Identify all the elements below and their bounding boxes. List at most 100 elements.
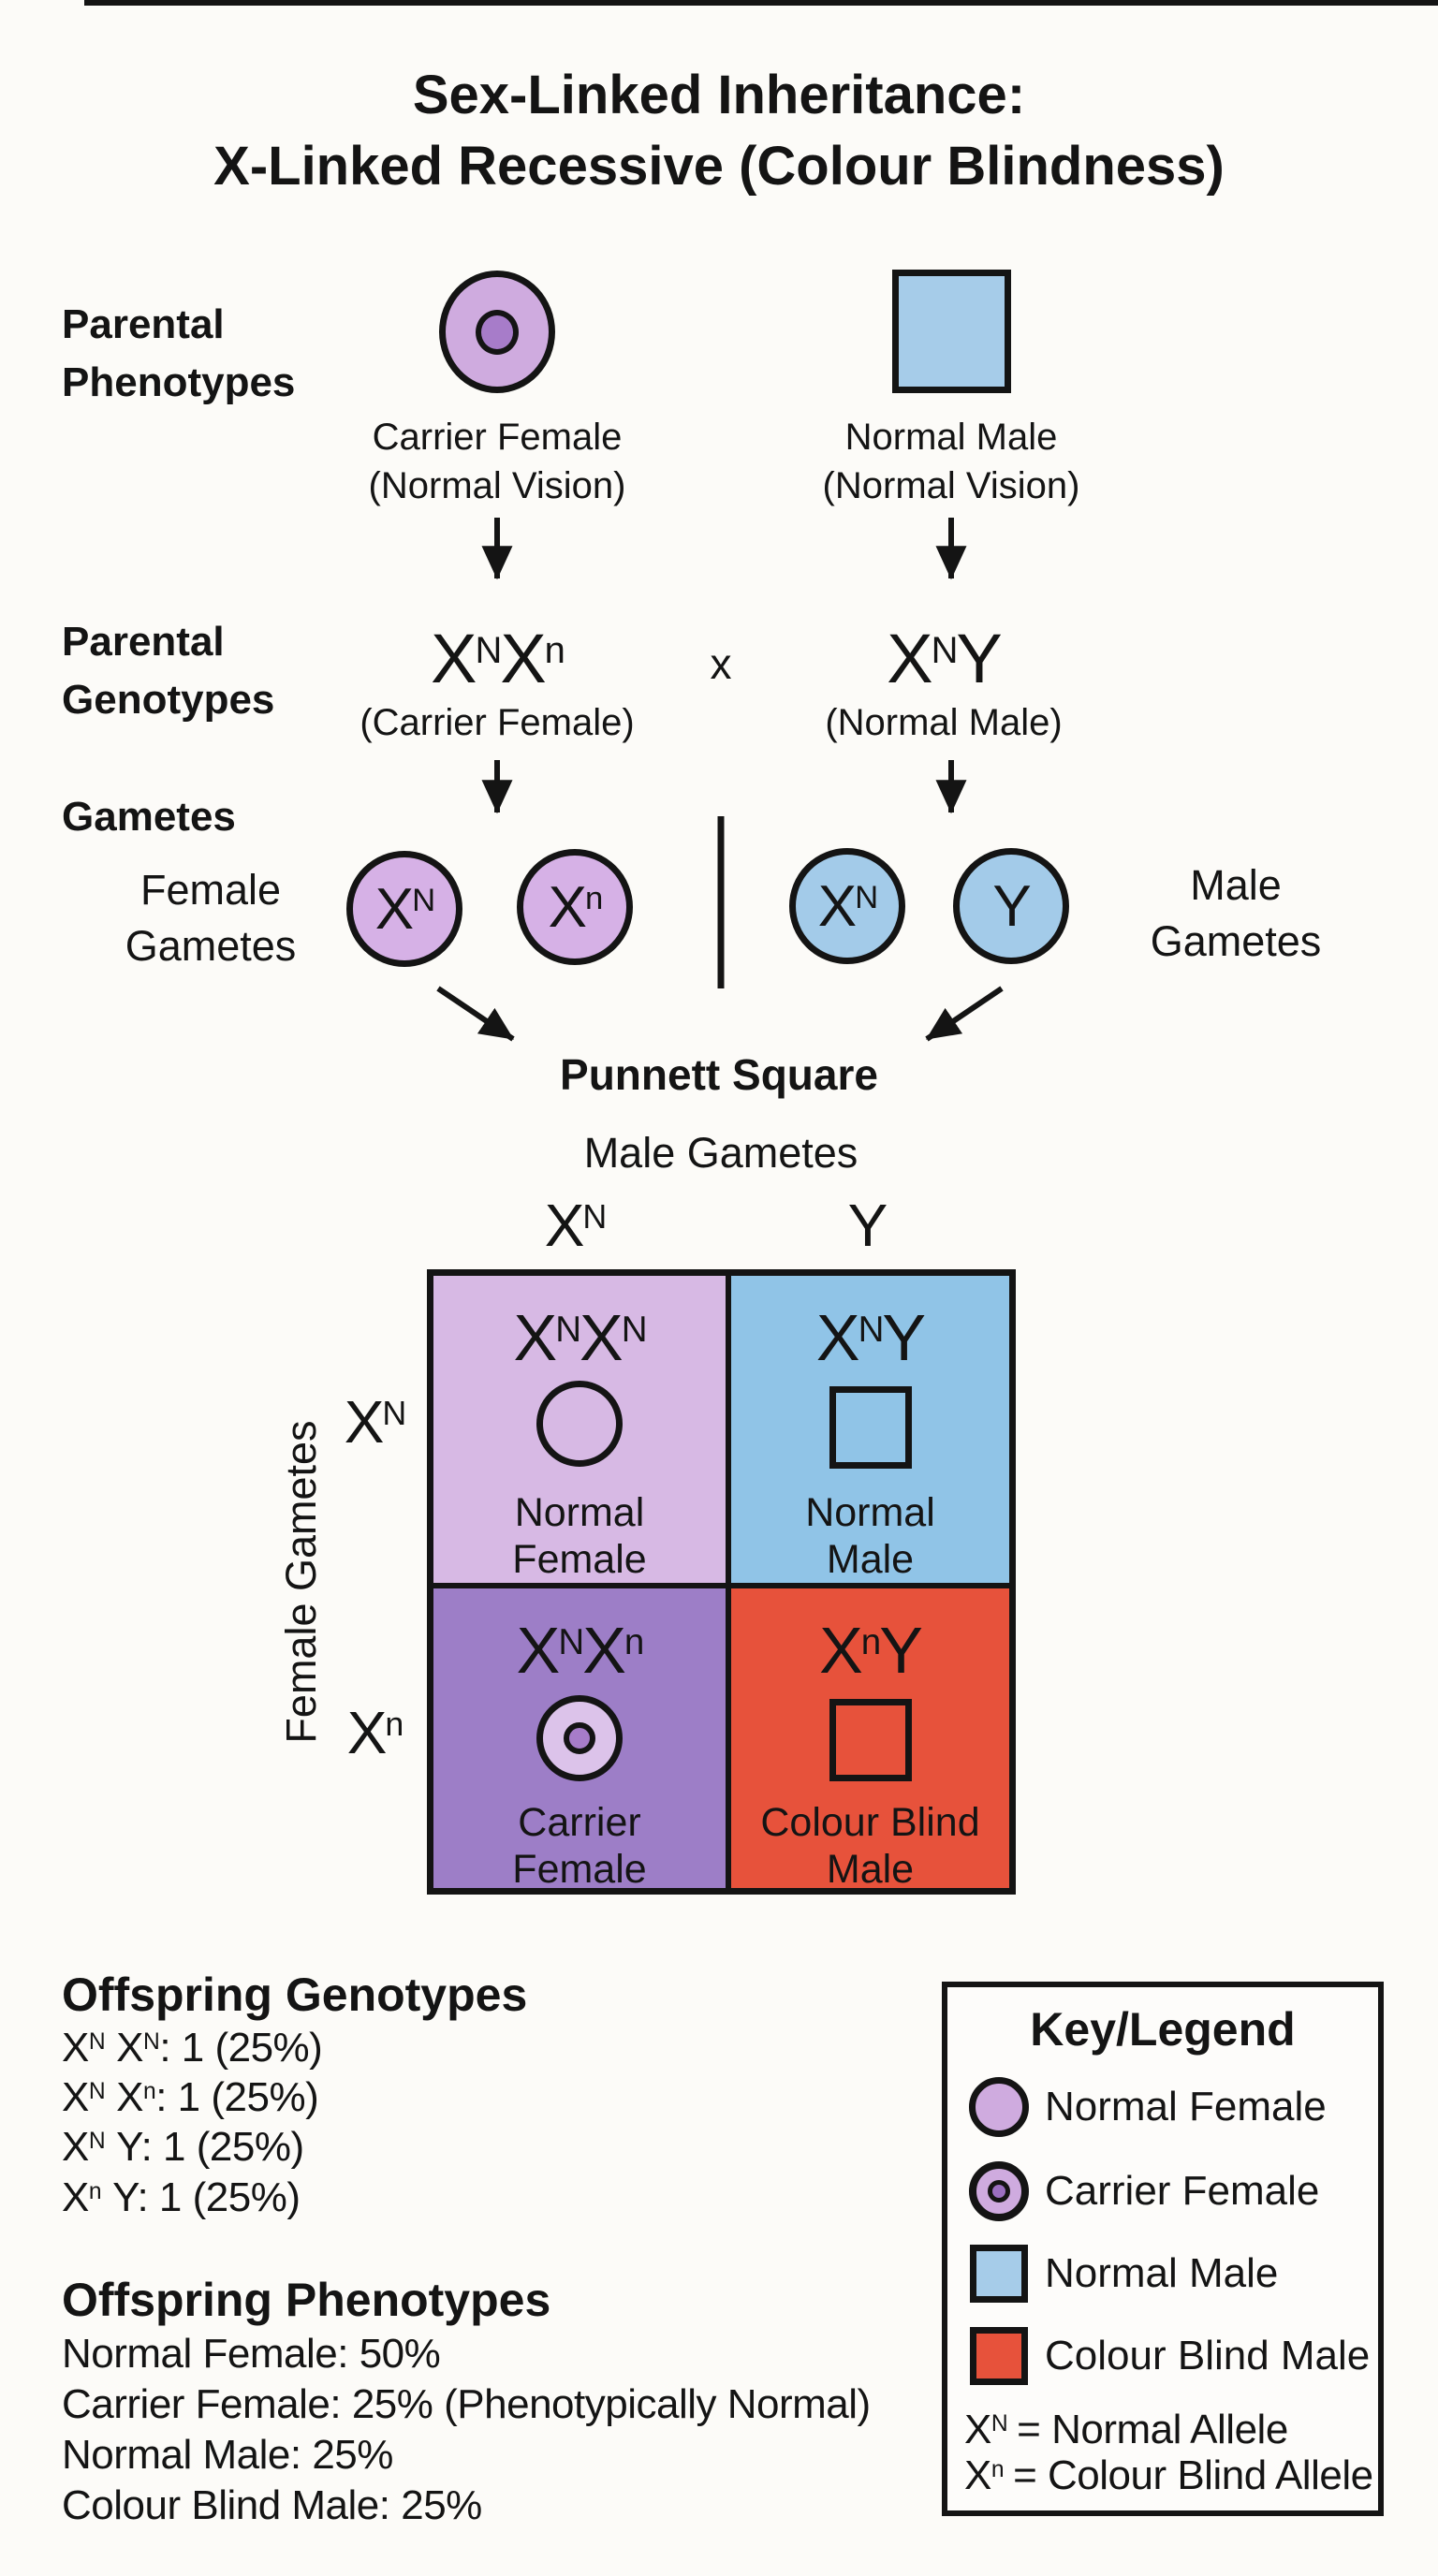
punnett-row-header-1: XN [344, 1388, 407, 1456]
female-parent-caption-line1: Carrier Female [372, 417, 623, 458]
normal-female-icon [969, 2077, 1029, 2137]
punnett-square: XNXN Normal Female XNY Normal Male XNXn … [427, 1269, 1016, 1895]
cell-genotype: XNY [815, 1301, 926, 1374]
gamete-allele: XN [817, 873, 878, 939]
offspring-genotypes-heading: Offspring Genotypes [62, 1969, 528, 2021]
male-parent-caption: Normal Male (Normal Vision) [764, 413, 1138, 510]
allele-base: X [431, 620, 477, 697]
punnett-cell-normal-female: XNXN Normal Female [433, 1276, 726, 1583]
female-gamete-2: Xn [517, 849, 633, 965]
cell-genotype: XNXn [516, 1614, 645, 1687]
legend-item-label: Normal Male [1045, 2250, 1279, 2296]
arrow-female-gametes-to-punnett [436, 986, 515, 1042]
legend-title: Key/Legend [1030, 2003, 1296, 2056]
key-legend-box: Key/Legend Normal Female Carrier Female … [942, 1982, 1384, 2516]
punnett-col-header-2: Y [847, 1192, 888, 1259]
carrier-female-symbol [439, 271, 555, 393]
female-parent-caption-line2: (Normal Vision) [368, 465, 626, 506]
normal-male-icon [829, 1386, 912, 1469]
cell-label-line1: Carrier [518, 1800, 641, 1845]
gamete-allele: Xn [548, 874, 604, 940]
offspring-phenotype-line: Normal Female: 50% [62, 2331, 441, 2377]
punnett-cell-normal-male: XNY Normal Male [731, 1276, 1009, 1583]
parental-genotypes-label: Parental Genotypes [62, 613, 274, 729]
offspring-phenotypes-heading: Offspring Phenotypes [62, 2274, 551, 2326]
carrier-female-icon [536, 1695, 623, 1781]
male-gamete-1: XN [789, 848, 905, 964]
cell-label-line1: Normal [514, 1490, 645, 1535]
cell-label-line1: Colour Blind [760, 1800, 980, 1845]
legend-allele-line: Xn= Colour Blind Allele [964, 2452, 1373, 2498]
legend-allele-line: XN= Normal Allele [964, 2407, 1288, 2452]
female-gametes-label-line1: Female [139, 866, 282, 914]
punnett-grid-vline [726, 1276, 731, 1888]
female-parent-caption: Carrier Female (Normal Vision) [310, 413, 684, 510]
male-gametes-label-line1: Male [1190, 861, 1282, 909]
female-gamete-1: XN [346, 851, 462, 967]
offspring-phenotype-line: Carrier Female: 25% (Phenotypically Norm… [62, 2381, 871, 2427]
parental-phenotypes-label: Parental Phenotypes [62, 296, 295, 412]
male-parent-genotype: XNY [710, 622, 1178, 696]
male-genotype-caption: (Normal Male) [825, 702, 1063, 743]
carrier-female-icon [969, 2161, 1029, 2221]
carrier-dot-icon [564, 1722, 595, 1754]
allele-sup: N [475, 630, 502, 672]
punnett-cell-carrier-female: XNXn Carrier Female [433, 1588, 726, 1892]
offspring-phenotype-line: Colour Blind Male: 25% [62, 2482, 482, 2528]
male-gametes-label: Male Gametes [1086, 857, 1386, 970]
top-border-line [84, 0, 1438, 6]
parental-genotypes-label-line2: Genotypes [62, 677, 275, 723]
cell-genotype: XNXN [513, 1301, 647, 1374]
legend-item-label: Colour Blind Male [1045, 2333, 1371, 2378]
male-gamete-2: Y [953, 848, 1069, 964]
legend-item-label: Carrier Female [1045, 2168, 1320, 2214]
cell-label-line2: Female [512, 1537, 647, 1582]
parental-phenotypes-label-line1: Parental [62, 301, 225, 347]
arrow-male-gametes-to-punnett [925, 986, 1004, 1042]
normal-male-symbol [892, 270, 1011, 393]
female-genotype-caption: (Carrier Female) [360, 702, 635, 743]
cell-label-line1: Normal [805, 1490, 935, 1535]
cell-label-line2: Male [826, 1537, 915, 1582]
punnett-top-axis-label: Male Gametes [583, 1129, 858, 1177]
colour-blind-male-icon [970, 2327, 1028, 2385]
gametes-label: Gametes [62, 794, 236, 840]
carrier-female-nucleus-icon [476, 309, 519, 355]
allele-base: X [887, 620, 932, 697]
cell-label-line2: Male [826, 1847, 915, 1892]
cell-genotype: XnY [819, 1614, 923, 1687]
colour-blind-male-icon [829, 1699, 912, 1781]
parental-phenotypes-label-line2: Phenotypes [62, 359, 296, 405]
female-parent-genotype: XNXn [263, 622, 731, 696]
normal-female-icon [536, 1381, 623, 1467]
normal-male-icon [970, 2245, 1028, 2303]
page-title-line-1: Sex-Linked Inheritance: [412, 65, 1026, 125]
cross-symbol: x [710, 639, 732, 688]
cell-label-line2: Female [512, 1847, 647, 1892]
female-gametes-label: Female Gametes [66, 862, 356, 974]
punnett-left-axis-label: Female Gametes [277, 1420, 325, 1744]
punnett-row-header-2: Xn [346, 1699, 404, 1766]
male-gametes-label-line2: Gametes [1150, 917, 1322, 965]
allele-sup: n [544, 630, 565, 672]
gamete-allele: Y [992, 873, 1031, 939]
offspring-phenotype-line: Normal Male: 25% [62, 2432, 393, 2478]
punnett-square-heading: Punnett Square [560, 1050, 878, 1099]
page-title-line-2: X-Linked Recessive (Colour Blindness) [213, 136, 1225, 197]
male-parent-caption-line1: Normal Male [844, 417, 1058, 458]
female-gametes-label-line2: Gametes [125, 922, 297, 970]
carrier-dot-icon [988, 2180, 1010, 2203]
punnett-cell-colour-blind-male: XnY Colour Blind Male [731, 1588, 1009, 1892]
male-parent-caption-line2: (Normal Vision) [822, 465, 1080, 506]
allele-base: Y [956, 620, 1002, 697]
legend-item-label: Normal Female [1045, 2084, 1327, 2130]
parental-genotypes-label-line1: Parental [62, 619, 225, 665]
punnett-grid-hline [433, 1583, 1009, 1588]
allele-sup: N [931, 630, 959, 672]
gamete-allele: XN [374, 876, 435, 942]
